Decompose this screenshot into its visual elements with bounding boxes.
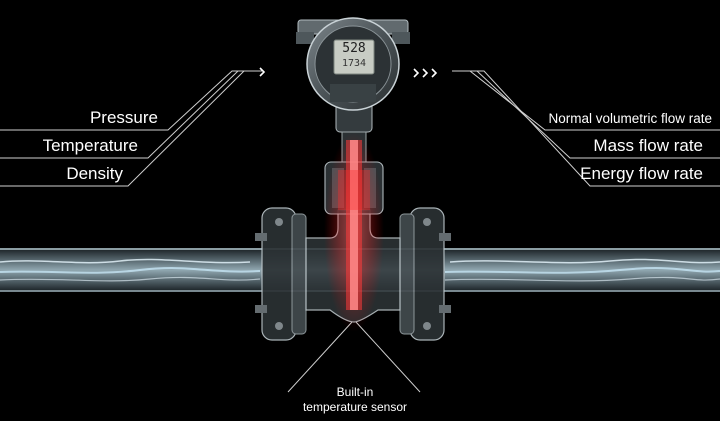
sensor-caption-line-2: temperature sensor: [302, 400, 408, 414]
right-flange: [399, 207, 451, 341]
display-value: 528: [342, 41, 366, 56]
lcd-display: [333, 39, 375, 75]
caption-leader-lines: [287, 321, 421, 393]
input-leader-lines: [0, 70, 262, 187]
temperature-label: Temperature: [42, 136, 138, 155]
output-arrow-icon: [413, 68, 438, 78]
energy-flow-rate-label: Energy flow rate: [580, 164, 703, 183]
left-flange: [255, 207, 307, 341]
sensor-caption-line-1: Built-in: [336, 385, 374, 399]
density-label: Density: [66, 164, 123, 183]
temperature-sensor-glow: [324, 132, 384, 332]
mass-flow-rate-label: Mass flow rate: [593, 136, 703, 155]
output-leader-lines: [452, 70, 720, 187]
input-arrow-icon: [259, 67, 266, 77]
pressure-label: Pressure: [89, 108, 158, 127]
normal-volumetric-flow-rate-label: Normal volumetric flow rate: [548, 111, 712, 126]
display-subvalue: 1734: [341, 58, 367, 69]
